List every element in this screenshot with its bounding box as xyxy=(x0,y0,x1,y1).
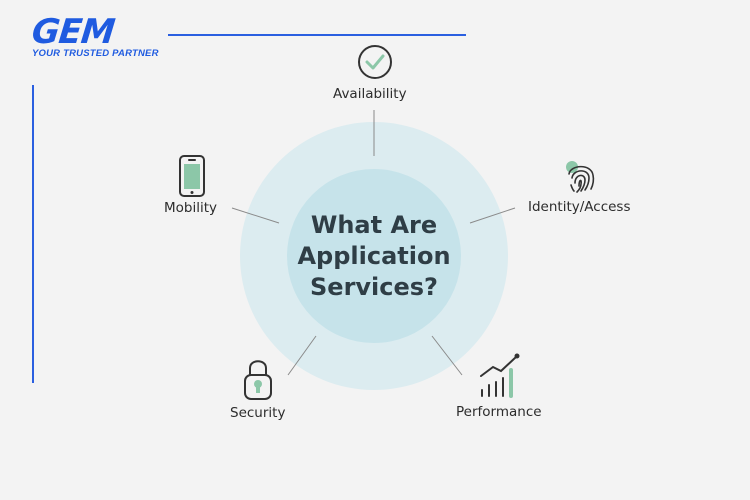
smartphone-icon xyxy=(179,155,205,197)
label-security: Security xyxy=(230,405,286,421)
checkmark-circle-icon xyxy=(358,45,392,79)
connector-mobility xyxy=(231,207,280,224)
top-accent-line xyxy=(168,34,466,36)
label-availability: Availability xyxy=(333,86,407,102)
label-mobility: Mobility xyxy=(164,200,218,216)
fingerprint-icon xyxy=(566,161,595,193)
growth-chart-icon xyxy=(480,353,520,398)
label-identity-access: Identity/Access xyxy=(528,199,631,215)
padlock-icon xyxy=(244,360,272,400)
inner-circle xyxy=(287,169,461,343)
gem-logo[interactable]: GEM YOUR TRUSTED PARTNER xyxy=(30,12,159,59)
center-title: What Are Application Services? xyxy=(297,210,451,301)
connector-performance xyxy=(431,335,463,376)
left-accent-line xyxy=(32,85,34,383)
connector-identity xyxy=(469,207,516,224)
connector-security xyxy=(287,335,317,376)
label-performance: Performance xyxy=(456,404,542,420)
logo-tagline: YOUR TRUSTED PARTNER xyxy=(32,48,159,59)
